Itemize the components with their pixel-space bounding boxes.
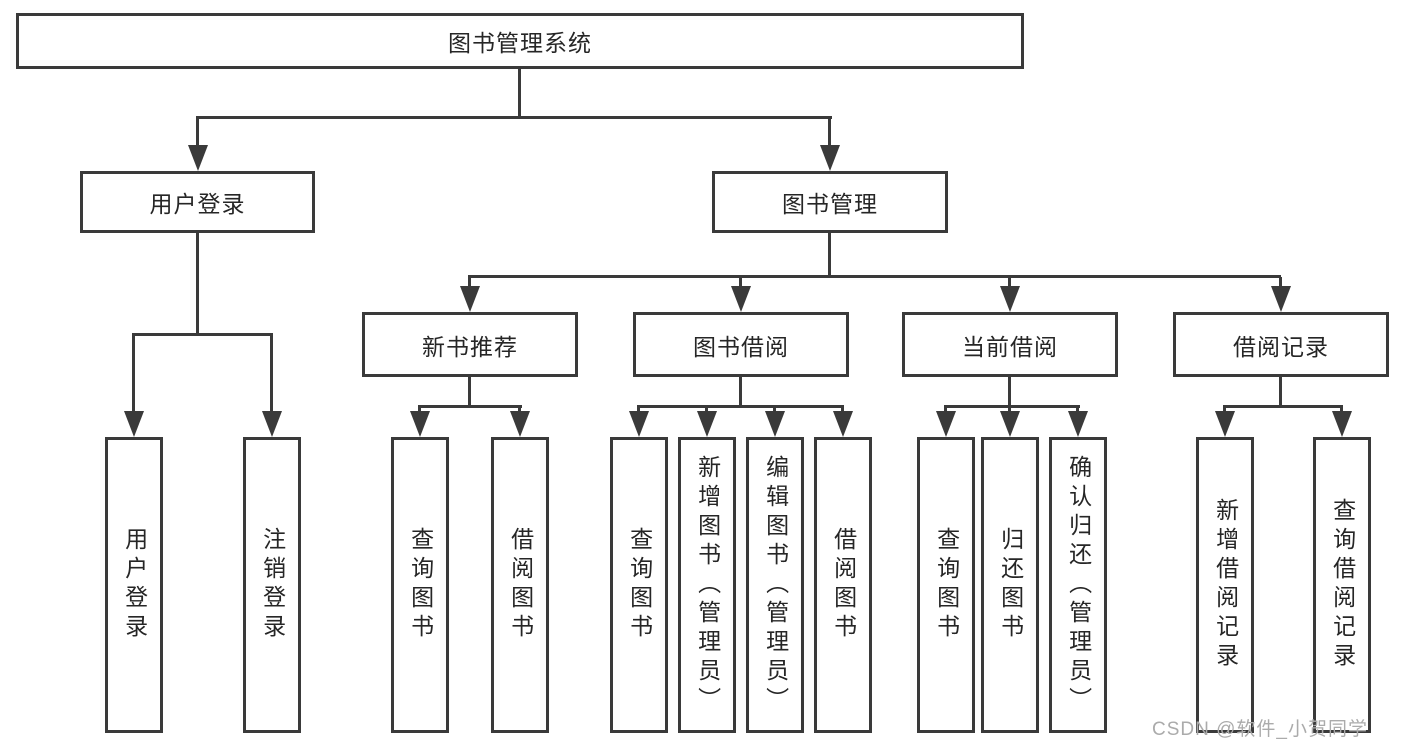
arrow-to-borrow-records xyxy=(1270,277,1291,312)
leaf-add-borrow-record: 新增借阅记录 xyxy=(1196,437,1254,733)
connector-current-borrow-vline xyxy=(1008,377,1011,407)
connector-book-management-hline xyxy=(468,275,1281,278)
connector-book-management-vline xyxy=(828,233,831,277)
connector-root-hline xyxy=(196,116,832,119)
arrow-to-book-borrow xyxy=(730,277,751,312)
arrow-recommend-child-2 xyxy=(509,407,530,437)
arrow-to-book-management xyxy=(819,118,840,171)
leaf-query-books-current-label: 查询图书 xyxy=(933,527,960,643)
leaf-user-login-label: 用户登录 xyxy=(121,527,148,643)
leaf-edit-book-admin: 编辑图书（管理员） xyxy=(746,437,804,733)
node-current-borrow: 当前借阅 xyxy=(902,312,1118,377)
leaf-borrow-books: 借阅图书 xyxy=(814,437,872,733)
leaf-return-book-label: 归还图书 xyxy=(997,527,1024,643)
arrow-book-borrow-child-3 xyxy=(764,407,785,437)
leaf-confirm-return-admin-label: 确认归还（管理员） xyxy=(1065,454,1092,716)
leaf-borrow-books-label: 借阅图书 xyxy=(830,527,857,643)
connector-borrow-records-hline xyxy=(1223,405,1343,408)
connector-root-vline xyxy=(518,69,521,118)
leaf-return-book: 归还图书 xyxy=(981,437,1039,733)
node-borrow-records: 借阅记录 xyxy=(1173,312,1389,377)
leaf-query-books-current: 查询图书 xyxy=(917,437,975,733)
connector-user-login-hline xyxy=(132,333,273,336)
leaf-query-books-borrow-label: 查询图书 xyxy=(626,527,653,643)
leaf-edit-book-admin-label: 编辑图书（管理员） xyxy=(762,454,789,716)
node-book-management: 图书管理 xyxy=(712,171,948,233)
leaf-logout: 注销登录 xyxy=(243,437,301,733)
leaf-query-borrow-record-label: 查询借阅记录 xyxy=(1329,498,1356,672)
node-book-borrow: 图书借阅 xyxy=(633,312,849,377)
leaf-user-login: 用户登录 xyxy=(105,437,163,733)
leaf-logout-label: 注销登录 xyxy=(259,527,286,643)
leaf-query-borrow-record: 查询借阅记录 xyxy=(1313,437,1371,733)
arrow-book-borrow-child-1 xyxy=(628,407,649,437)
leaf-query-books-recommend-label: 查询图书 xyxy=(407,527,434,643)
node-new-book-recommend: 新书推荐 xyxy=(362,312,578,377)
connector-borrow-records-vline xyxy=(1279,377,1282,407)
leaf-query-books-borrow: 查询图书 xyxy=(610,437,668,733)
arrow-recommend-child-1 xyxy=(409,407,430,437)
node-root: 图书管理系统 xyxy=(16,13,1024,69)
arrow-borrow-records-child-1 xyxy=(1214,407,1235,437)
arrow-current-borrow-child-2 xyxy=(999,407,1020,437)
arrow-current-borrow-child-3 xyxy=(1067,407,1088,437)
leaf-borrow-books-recommend-label: 借阅图书 xyxy=(507,527,534,643)
arrow-to-user-login xyxy=(187,118,208,171)
connector-book-borrow-hline xyxy=(637,405,844,408)
arrow-borrow-records-child-2 xyxy=(1331,407,1352,437)
connector-book-borrow-vline xyxy=(739,377,742,407)
leaf-query-books-recommend: 查询图书 xyxy=(391,437,449,733)
arrow-to-current-borrow xyxy=(999,277,1020,312)
connector-recommend-hline xyxy=(418,405,522,408)
csdn-watermark: CSDN @软件_小贺同学 xyxy=(1152,719,1368,740)
leaf-add-book-admin-label: 新增图书（管理员） xyxy=(694,454,721,716)
connector-user-login-vline xyxy=(196,233,199,335)
arrow-book-borrow-child-4 xyxy=(832,407,853,437)
leaf-borrow-books-recommend: 借阅图书 xyxy=(491,437,549,733)
arrow-to-leaf-logout xyxy=(261,335,282,437)
arrow-to-new-book-recommend xyxy=(459,277,480,312)
connector-recommend-vline xyxy=(468,377,471,407)
arrow-book-borrow-child-2 xyxy=(696,407,717,437)
leaf-confirm-return-admin: 确认归还（管理员） xyxy=(1049,437,1107,733)
arrow-to-leaf-user-login xyxy=(123,335,144,437)
arrow-current-borrow-child-1 xyxy=(935,407,956,437)
leaf-add-borrow-record-label: 新增借阅记录 xyxy=(1212,498,1239,672)
leaf-add-book-admin: 新增图书（管理员） xyxy=(678,437,736,733)
connector-current-borrow-hline xyxy=(944,405,1080,408)
node-user-login: 用户登录 xyxy=(80,171,315,233)
